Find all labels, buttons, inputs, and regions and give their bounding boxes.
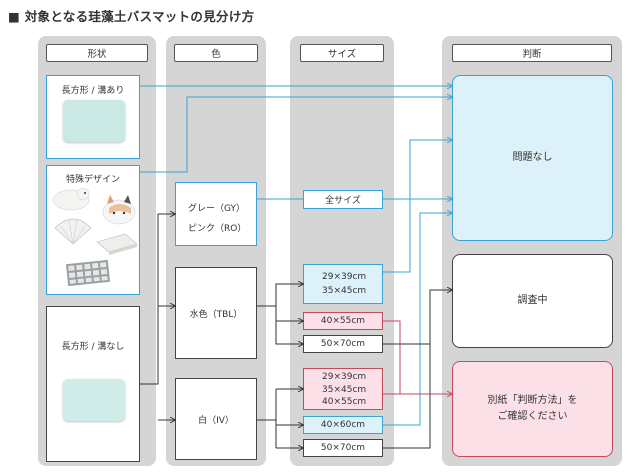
result-no-problem: 問題なし (452, 75, 613, 241)
color-gray-label: グレー（GY） (188, 204, 246, 214)
color-white-label: 白（IV） (198, 415, 234, 426)
polar-bear-mat-image (52, 187, 90, 211)
result-see-method-line1: 別紙「判断方法」を (487, 395, 578, 406)
size-header: サイズ (300, 44, 384, 62)
special-design-images (52, 187, 138, 287)
size-white-mid: 40×60cm (303, 416, 383, 434)
tray-mat-image (96, 233, 138, 255)
line-large-to-investigating (383, 290, 452, 345)
size-white-small-1: 29×39cm (322, 372, 367, 382)
color-white: 白（IV） (175, 378, 257, 460)
line-white-branch (257, 389, 277, 448)
size-white-small-3: 40×55cm (322, 397, 367, 407)
color-header: 色 (174, 44, 258, 62)
line-special-to-ok (140, 97, 452, 173)
color-pink-label: ピンク（RO） (188, 224, 247, 234)
shape-nogroove-label: 長方形 / 溝なし (61, 342, 125, 352)
color-gray-pink: グレー（GY） ピンク（RO） (175, 182, 257, 246)
shape-header: 形状 (46, 44, 148, 62)
size-white-large-label: 50×70cm (320, 443, 366, 453)
size-aqua-small-2: 35×45cm (322, 286, 367, 296)
nogroove-mat-image (63, 379, 125, 421)
line-aquasmall-to-ok (383, 140, 452, 273)
line-mid-to-see-method (383, 320, 452, 394)
size-white-small: 29×39cm 35×45cm 40×55cm (303, 368, 383, 410)
size-aqua-mid-label: 40×55cm (320, 316, 366, 326)
result-investigating-label: 調査中 (517, 295, 548, 306)
judgement-header: 判断 (452, 44, 612, 62)
color-aqua: 水色（TBL） (175, 267, 257, 359)
cat-mat-image (102, 195, 136, 225)
size-white-mid-label: 40×60cm (320, 420, 366, 430)
size-all-label: 全サイズ (325, 196, 361, 206)
size-aqua-large-label: 50×70cm (320, 339, 366, 349)
shape-nogroove: 長方形 / 溝なし (46, 306, 140, 462)
result-see-method: 別紙「判断方法」を ご確認ください (452, 361, 613, 457)
shell-mat-image (54, 218, 92, 245)
result-no-problem-label: 問題なし (512, 152, 553, 163)
result-investigating: 調査中 (452, 254, 613, 348)
color-aqua-label: 水色（TBL） (189, 309, 243, 320)
size-white-small-2: 35×45cm (322, 384, 367, 395)
size-all: 全サイズ (303, 190, 383, 209)
result-see-method-line2: ご確認ください (497, 411, 568, 422)
line-aqua-branch (257, 283, 303, 345)
line-whitemid-to-ok (383, 213, 452, 426)
line-nogroove-branch (140, 213, 175, 421)
shape-groove: 長方形 / 溝あり (46, 75, 140, 159)
size-aqua-small-1: 29×39cm (322, 272, 367, 282)
page-title: ■ 対象となる珪藻土バスマットの見分け方 (8, 9, 255, 24)
tile-grid-mat-image (65, 259, 111, 287)
shape-groove-label: 長方形 / 溝あり (61, 86, 125, 96)
shape-special: 特殊デザイン (46, 165, 140, 295)
shape-special-label: 特殊デザイン (65, 175, 120, 185)
groove-mat-image (63, 100, 125, 142)
